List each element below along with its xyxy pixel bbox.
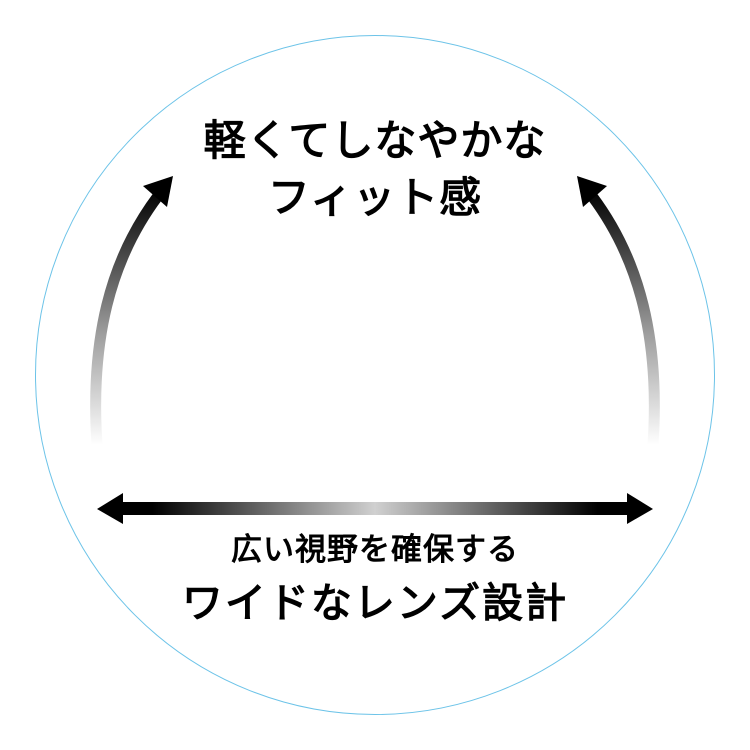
curved-arrow-up-left-icon: [90, 176, 173, 446]
curved-arrow-up-right-icon: [577, 176, 660, 446]
lens-circle-outline: [35, 35, 715, 715]
bottom-label-line1: 広い視野を確保する: [231, 532, 519, 568]
top-label-line2: フィット感: [267, 173, 483, 222]
bottom-label-line2: ワイドなレンズ設計: [181, 579, 569, 627]
top-label-line1: 軽くてしなやかな: [203, 116, 547, 165]
double-headed-horizontal-arrow-icon: [97, 493, 653, 524]
